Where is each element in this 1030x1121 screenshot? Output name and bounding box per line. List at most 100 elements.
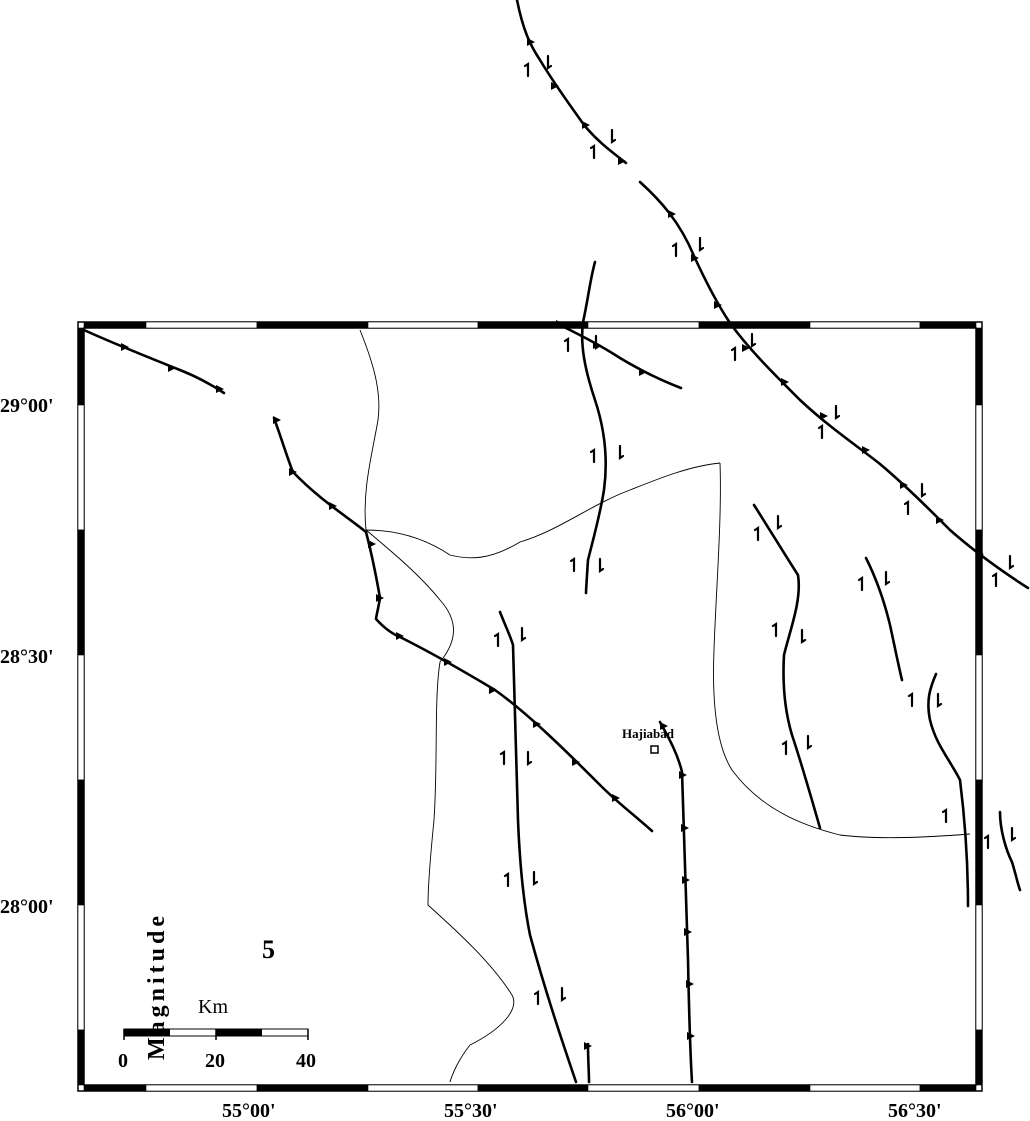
slip-arrow <box>589 143 596 160</box>
thrust-tooth <box>168 364 176 372</box>
province-borders <box>359 329 971 1083</box>
thrust-tooth <box>527 38 535 46</box>
lon-label-56-30: 56°30' <box>888 1100 942 1121</box>
slip-arrow <box>560 986 567 1003</box>
scale-label-0: 0 <box>118 1050 128 1072</box>
thrust-tooth <box>329 502 337 510</box>
lon-label-55-00: 55°00' <box>222 1100 276 1121</box>
town-label: Hajiabad <box>622 726 675 741</box>
thrust-tooth <box>936 516 944 524</box>
slip-arrow <box>563 336 570 353</box>
thrust-tooth <box>714 301 722 309</box>
slip-arrow <box>857 575 864 592</box>
thrust-tooth <box>368 540 376 548</box>
thrust-tooth <box>533 720 541 728</box>
thrust-tooth <box>584 1042 592 1050</box>
scale-bar: Km 0 20 40 <box>118 996 316 1072</box>
strike-slip-arrows <box>493 54 1017 1006</box>
thrust-tooth <box>820 412 828 420</box>
thrust-tooth <box>687 1032 695 1040</box>
slip-arrow <box>526 750 533 767</box>
thrust-tooth <box>684 928 692 936</box>
thrust-teeth <box>121 38 984 1050</box>
thrust-tooth <box>121 343 129 351</box>
lat-label-29-00: 29°00' <box>0 395 54 417</box>
slip-arrow <box>903 499 910 516</box>
thrust-tooth <box>396 632 404 640</box>
frame-tick-bar <box>77 404 85 531</box>
fault-north-thrust-a <box>515 0 628 165</box>
thrust-tooth <box>489 686 497 694</box>
slip-arrow <box>800 628 807 645</box>
frame-tick-bar <box>145 1084 258 1092</box>
slip-arrow <box>753 525 760 542</box>
slip-arrow <box>781 739 788 756</box>
map-frame <box>77 321 983 1092</box>
scale-label-20: 20 <box>205 1050 225 1072</box>
frame-ticks <box>77 321 983 1092</box>
thrust-tooth <box>273 416 281 424</box>
lat-label-28-00: 28°00' <box>0 896 54 918</box>
frame-tick-bar <box>975 327 983 406</box>
latitude-labels: 29°00' 28°30' 28°00' <box>0 395 54 918</box>
thrust-tooth <box>686 980 694 988</box>
scale-label-40: 40 <box>296 1050 316 1072</box>
thrust-tooth <box>639 368 647 376</box>
thrust-tooth <box>691 254 699 262</box>
frame-tick-bar <box>587 321 700 329</box>
slip-arrow <box>532 870 539 887</box>
frame-tick-bar <box>256 1084 369 1092</box>
frame-tick-bar <box>919 1084 977 1092</box>
thrust-tooth <box>900 481 908 489</box>
thrust-tooth <box>582 121 590 129</box>
frame-tick-bar <box>83 321 147 329</box>
frame-tick-bar <box>77 904 85 1031</box>
frame-tick-bar <box>587 1084 700 1092</box>
slip-arrow <box>610 128 617 145</box>
thrust-tooth <box>660 722 668 730</box>
slip-arrow <box>884 570 891 587</box>
slip-arrow <box>493 631 500 648</box>
slip-arrow <box>1010 826 1017 843</box>
fault-east-strike-slip-a <box>752 503 822 830</box>
scale-unit: Km <box>198 996 228 1018</box>
thrust-tooth <box>551 82 559 90</box>
legend-value: 5 <box>262 935 275 964</box>
thrust-tooth <box>556 320 564 328</box>
fault-west-strike-slip <box>498 610 578 1084</box>
slip-arrow <box>533 989 540 1006</box>
thrust-tooth <box>612 794 620 802</box>
frame-tick-bar <box>256 321 369 329</box>
frame-tick-bar <box>975 1029 983 1086</box>
square-icon <box>650 745 659 754</box>
slip-arrow <box>750 332 757 349</box>
slip-arrow <box>907 691 914 708</box>
slip-arrow <box>991 571 998 588</box>
thrust-tooth <box>618 157 626 165</box>
thrust-tooth <box>862 446 870 454</box>
frame-tick-bar <box>975 779 983 906</box>
frame-tick-bar <box>477 321 589 329</box>
slip-arrow <box>776 514 783 531</box>
frame-tick-bar <box>77 1029 85 1086</box>
slip-arrow <box>771 621 778 638</box>
slip-arrow <box>569 556 576 573</box>
slip-arrow <box>834 404 841 421</box>
frame-tick-bar <box>919 321 977 329</box>
fault-far-east <box>998 810 1022 892</box>
thrust-tooth <box>289 468 297 476</box>
frame-tick-bar <box>477 1084 589 1092</box>
fault-south-tail <box>586 1042 591 1084</box>
frame-tick-bar <box>975 529 983 656</box>
slip-arrow <box>730 345 737 362</box>
slip-arrow <box>936 692 943 709</box>
thrust-tooth <box>681 824 689 832</box>
frame-tick-bar <box>698 321 811 329</box>
slip-arrow <box>671 241 678 258</box>
frame-tick-bar <box>367 321 479 329</box>
lat-label-28-30: 28°30' <box>0 646 54 668</box>
slip-arrow <box>598 557 605 574</box>
frame-tick-bar <box>77 327 85 406</box>
frame-tick-bar <box>975 904 983 1031</box>
frame-tick-bar <box>145 321 258 329</box>
